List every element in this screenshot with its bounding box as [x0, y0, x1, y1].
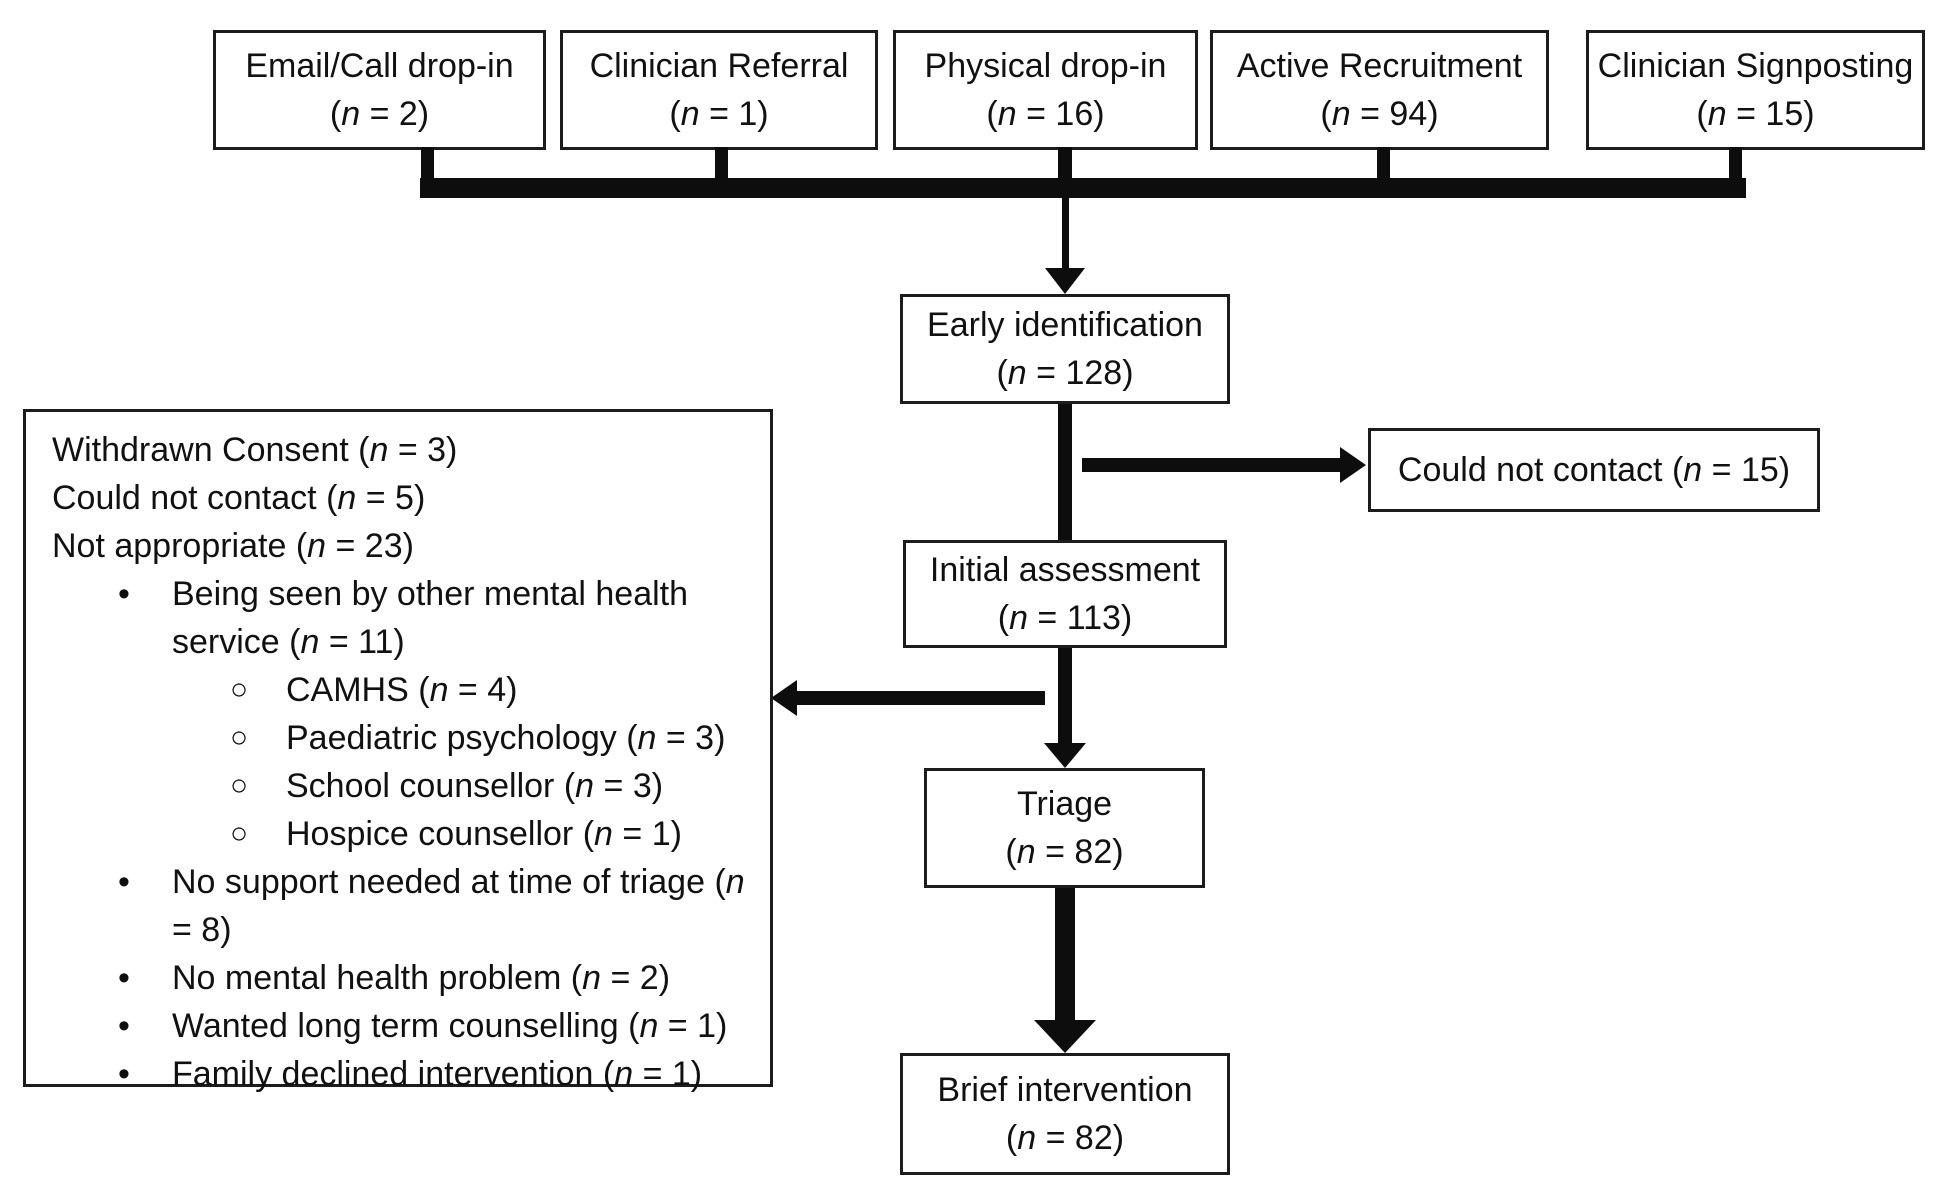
- initial-assessment-box: Initial assessment (n = 113): [903, 540, 1227, 648]
- exclusion-count: Could not contact (n = 15): [1397, 450, 1791, 489]
- sub-bullet-marker: ○: [230, 769, 249, 802]
- stage-label: Early identification: [927, 305, 1203, 344]
- source-box-active-recruitment: Active Recruitment (n = 94): [1210, 30, 1549, 150]
- source-count: (n = 1): [669, 95, 769, 133]
- stage-label: Triage: [1016, 784, 1113, 823]
- exclusion-text: School counsellor (n = 3): [286, 767, 664, 805]
- exclusion-text: Wanted long term counselling (n = 1): [172, 1007, 728, 1045]
- brief-intervention-box: Brief intervention (n = 82): [900, 1053, 1230, 1175]
- sub-bullet-marker: ○: [230, 673, 249, 706]
- bullet-marker: •: [118, 575, 130, 613]
- source-label: Clinician Referral: [589, 46, 849, 85]
- line-triage-to-brief: [1055, 888, 1075, 1022]
- triage-box: Triage (n = 82): [924, 768, 1205, 888]
- exclusion-text: Being seen by other mental health servic…: [172, 575, 689, 661]
- bullet-marker: •: [118, 959, 130, 997]
- sub-bullet-marker: ○: [230, 721, 249, 754]
- arrow-stem-to-early-identification: [1062, 198, 1069, 270]
- line-initial-to-triage: [1058, 648, 1072, 744]
- arrowhead-to-triage: [1044, 743, 1086, 768]
- source-box-email-call-drop-in: Email/Call drop-in (n = 2): [213, 30, 546, 150]
- early-identification-box: Early identification (n = 128): [900, 294, 1230, 404]
- source-count: (n = 15): [1696, 95, 1815, 133]
- source-box-clinician-signposting: Clinician Signposting (n = 15): [1586, 30, 1925, 150]
- stage-label: Brief intervention: [937, 1070, 1193, 1109]
- exclusion-sub-bullet-item: ○ Paediatric psychology (n = 3): [26, 714, 756, 762]
- could-not-contact-box: Could not contact (n = 15): [1368, 428, 1820, 512]
- stage-label: Initial assessment: [929, 550, 1201, 589]
- exclusion-text: No mental health problem (n = 2): [172, 959, 671, 997]
- exclusion-item: Could not contact (n = 5): [52, 479, 426, 517]
- connector-stub-2: [715, 147, 728, 178]
- exclusion-text: Paediatric psychology (n = 3): [286, 719, 726, 757]
- arrow-stem-to-could-not-contact: [1082, 458, 1340, 472]
- arrowhead-to-could-not-contact: [1340, 447, 1366, 483]
- exclusion-bullet-item: • Family declined intervention (n = 1): [26, 1050, 756, 1098]
- stage-count: (n = 82): [1005, 1119, 1125, 1157]
- exclusion-bullet-item: • Being seen by other mental health serv…: [26, 570, 756, 666]
- source-count: (n = 16): [986, 95, 1105, 133]
- connector-stub-3: [1058, 147, 1072, 178]
- arrow-stem-to-exclusions: [795, 691, 1045, 705]
- connector-stub-5: [1729, 147, 1742, 178]
- exclusion-bullet-item: • No mental health problem (n = 2): [26, 954, 756, 1002]
- line-early-to-initial: [1058, 404, 1072, 540]
- arrowhead-to-brief-intervention: [1034, 1020, 1096, 1053]
- bullet-marker: •: [118, 1055, 130, 1093]
- connector-bar: [420, 178, 1746, 198]
- stage-count: (n = 113): [997, 599, 1133, 637]
- source-label: Active Recruitment: [1236, 46, 1523, 85]
- stage-count: (n = 82): [1005, 833, 1124, 871]
- arrowhead-to-early-identification: [1045, 268, 1085, 294]
- bullet-marker: •: [118, 1007, 130, 1045]
- exclusion-sub-bullet-item: ○ Hospice counsellor (n = 1): [26, 810, 756, 858]
- stage-count: (n = 128): [996, 354, 1134, 392]
- connector-stub-4: [1377, 147, 1390, 178]
- exclusion-text: Hospice counsellor (n = 1): [286, 815, 682, 853]
- arrowhead-to-exclusions: [771, 680, 797, 716]
- exclusions-box: Withdrawn Consent (n = 3) Could not cont…: [23, 409, 773, 1093]
- connector-stub-1: [421, 147, 434, 178]
- exclusion-item: Withdrawn Consent (n = 3): [52, 431, 458, 469]
- sub-bullet-marker: ○: [230, 817, 249, 850]
- source-count: (n = 94): [1320, 95, 1439, 133]
- exclusion-sub-bullet-item: ○ School counsellor (n = 3): [26, 762, 756, 810]
- source-label: Clinician Signposting: [1597, 46, 1914, 85]
- exclusion-bullet-item: • Wanted long term counselling (n = 1): [26, 1002, 756, 1050]
- source-count: (n = 2): [329, 95, 430, 133]
- exclusion-bullet-item: • No support needed at time of triage (n…: [26, 858, 756, 954]
- source-box-physical-drop-in: Physical drop-in (n = 16): [893, 30, 1198, 150]
- source-label: Physical drop-in: [924, 46, 1167, 85]
- exclusion-text: No support needed at time of triage (n =…: [172, 863, 745, 949]
- exclusion-item: Not appropriate (n = 23): [52, 527, 414, 565]
- exclusion-text: Family declined intervention (n = 1): [172, 1055, 703, 1093]
- bullet-marker: •: [118, 863, 130, 901]
- exclusion-text: CAMHS (n = 4): [286, 671, 518, 709]
- source-label: Email/Call drop-in: [245, 46, 514, 85]
- source-box-clinician-referral: Clinician Referral (n = 1): [560, 30, 878, 150]
- exclusion-sub-bullet-item: ○ CAMHS (n = 4): [26, 666, 756, 714]
